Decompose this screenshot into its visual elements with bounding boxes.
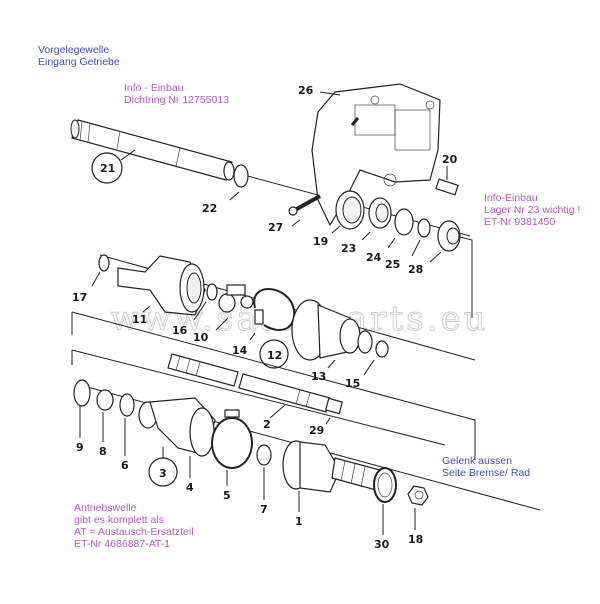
label-26: 26	[298, 84, 314, 97]
part-5-clamp	[211, 409, 253, 469]
part-16-ring	[206, 283, 218, 301]
part-23-bearing	[368, 197, 392, 229]
label-21: 21	[100, 162, 115, 175]
part-6-clamp	[119, 393, 135, 417]
leader-lines	[79, 91, 448, 535]
label-28: 28	[408, 263, 423, 276]
part-28-seal	[437, 220, 461, 252]
label-15: 15	[345, 377, 360, 390]
label-8: 8	[99, 445, 107, 458]
label-2: 2	[263, 418, 271, 431]
label-30: 30	[374, 538, 390, 551]
label-27: 27	[268, 221, 283, 234]
label-circle-21	[91, 152, 123, 184]
part-13-inner-boot	[291, 299, 373, 361]
label-6: 6	[121, 459, 129, 472]
note-lager: Info-Einbau Lager Nr 23 wichtig ! ET-Nr …	[484, 192, 581, 228]
label-12: 12	[267, 349, 282, 362]
label-20: 20	[442, 153, 458, 166]
label-5: 5	[223, 489, 231, 502]
part-10-tripod	[218, 284, 254, 313]
label-13: 13	[311, 370, 326, 383]
label-18: 18	[408, 533, 423, 546]
label-7: 7	[260, 503, 268, 516]
label-16: 16	[172, 324, 188, 337]
label-19: 19	[313, 235, 328, 248]
part-15-clamp	[375, 340, 389, 358]
part-9-ring	[73, 379, 91, 407]
part-22-ring	[233, 164, 249, 188]
part-24-ring	[394, 208, 414, 236]
note-gelenk: Gelenk aussen Seite Bremse/ Rad	[442, 455, 531, 479]
label-3: 3	[159, 467, 167, 480]
label-11: 11	[132, 313, 147, 326]
part-21-input-shaft	[70, 119, 235, 181]
label-24: 24	[366, 251, 382, 264]
label-14: 14	[232, 344, 248, 357]
part-number-labels: 21 22 26 20 27 19 23 24 25 28 17 11 16 1…	[72, 84, 458, 551]
label-29: 29	[309, 424, 324, 437]
label-9: 9	[76, 441, 84, 454]
part-17-ring	[98, 254, 110, 272]
part-25-circlip	[417, 218, 431, 238]
part-7-ring	[256, 444, 272, 466]
label-4: 4	[186, 481, 194, 494]
part-2-drive-shaft	[167, 353, 331, 413]
note-antriebswelle: Antriebswelle gibt es komplett als AT = …	[74, 502, 194, 550]
label-circle-12	[259, 339, 289, 369]
part-19-bearing-housing	[335, 190, 365, 230]
label-1: 1	[295, 515, 303, 528]
part-27-bolt	[288, 194, 321, 216]
transmission-housing	[311, 83, 441, 227]
part-11-inner-joint-housing	[117, 255, 206, 316]
label-10: 10	[193, 331, 209, 344]
part-26-stud	[350, 117, 360, 126]
note-vorgelegewelle: Vorgelegewelle Eingang Getriebe	[38, 44, 120, 68]
part-1-outer-joint	[282, 440, 381, 493]
part-4-outer-boot	[138, 397, 216, 457]
part-20-pin	[435, 178, 459, 196]
label-17: 17	[72, 291, 87, 304]
part-8-bushing	[96, 389, 114, 411]
part-18-nut	[407, 485, 429, 506]
part-29-bushing	[324, 397, 344, 415]
part-30-abs-ring	[373, 467, 397, 503]
part-14-clamp	[253, 288, 296, 331]
label-22: 22	[202, 202, 217, 215]
note-dichtring: Info - Einbau Dichtring Nr 12755013	[124, 82, 230, 106]
label-23: 23	[341, 242, 356, 255]
label-25: 25	[385, 258, 400, 271]
